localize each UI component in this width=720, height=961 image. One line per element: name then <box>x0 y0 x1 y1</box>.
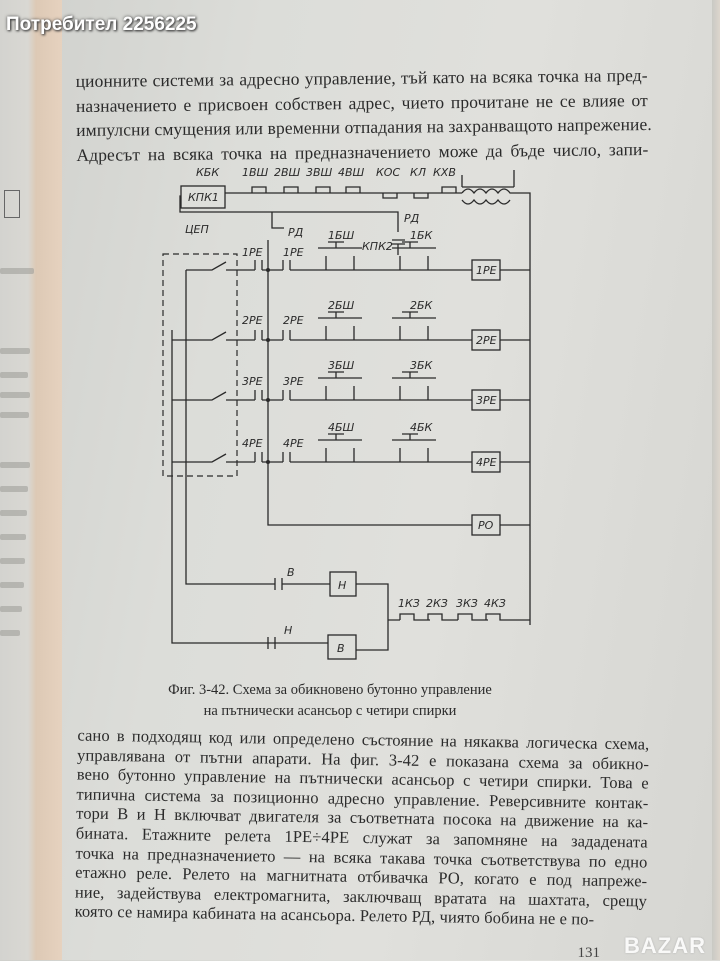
facing-page-text <box>0 462 30 468</box>
label-relay-box: 1РЕ <box>476 264 497 277</box>
book-spine <box>0 0 62 960</box>
push-button-call <box>318 311 362 340</box>
label-kbk: КБК <box>196 166 220 179</box>
label-kl: КЛ <box>410 166 426 179</box>
po-relay-box <box>471 514 501 536</box>
series-contact <box>315 186 331 193</box>
label-button-call: 3БШ <box>328 359 355 372</box>
caption-line: на пътнически асансьор с четири спирки <box>203 703 457 719</box>
label-4vsh: 4ВШ <box>338 166 365 179</box>
contactor-n-box <box>329 571 357 597</box>
label-n-contact: Н <box>284 624 292 637</box>
label-relay-contact-2: 1РЕ <box>283 246 304 259</box>
facing-page-text <box>0 268 34 274</box>
label-rd-1: РД <box>288 226 304 239</box>
facing-page-text <box>0 510 27 516</box>
floor-relay-box <box>471 259 501 281</box>
floor-selector-box <box>162 253 238 477</box>
facing-page-text <box>0 534 26 540</box>
figure-caption: Фиг. 3-42. Схема за обикновено бутонно у… <box>160 680 500 722</box>
label-button-call: 2БШ <box>328 299 355 312</box>
floor-relay-box <box>471 329 501 351</box>
label-relay-contact-1: 4РЕ <box>242 437 263 450</box>
label-relay-box: 2РЕ <box>476 334 497 347</box>
series-contact <box>441 186 457 193</box>
page-number: 131 <box>577 945 601 961</box>
watermark-user: Потребител 2256225 <box>6 14 197 35</box>
facing-page-box <box>4 190 20 218</box>
push-button-call <box>318 371 362 400</box>
facing-page-text <box>0 606 22 612</box>
label-3vsh: 3ВШ <box>306 166 333 179</box>
watermark-bazar-logo: BAZAR <box>624 933 706 958</box>
label-relay-box: 4РЕ <box>476 456 497 469</box>
label-cep: ЦЕП <box>185 223 209 236</box>
motor-brake-coil <box>461 188 531 625</box>
kpk1-box <box>180 185 226 209</box>
push-button-cabin <box>392 433 436 462</box>
caption-line: Фиг. 3-42. Схема за обикновено бутонно у… <box>168 682 492 698</box>
floor-door-contact <box>427 613 458 621</box>
label-kpk2: КПК2 <box>362 240 393 253</box>
label-kz: 2КЗ <box>426 597 448 610</box>
label-button-cabin: 4БК <box>410 421 434 434</box>
label-n-box: Н <box>338 579 346 592</box>
floor-row-1: 1РЕ 1РЕ 1РЕ 1БШ 1БК <box>186 229 530 281</box>
label-kz: 4КЗ <box>484 597 506 610</box>
label-relay-contact-2: 4РЕ <box>283 437 304 450</box>
facing-page-text <box>0 558 25 564</box>
floor-door-contact <box>399 613 430 621</box>
floor-door-contact <box>457 613 488 621</box>
page-edge <box>712 0 720 960</box>
push-button-cabin <box>392 241 436 270</box>
floor-row-3: 3РЕ 3РЕ 3РЕ 3БШ 3БК <box>172 359 530 411</box>
label-1vsh: 1ВШ <box>242 166 269 179</box>
floor-row-2: 2РЕ 2РЕ 2РЕ 2БШ 2БК <box>172 299 530 351</box>
label-2vsh: 2ВШ <box>274 166 301 179</box>
label-button-call: 4БШ <box>328 421 355 434</box>
floor-relay-box <box>471 389 501 411</box>
facing-page-text <box>0 630 20 636</box>
contactor-v-box <box>327 634 357 660</box>
label-kpk1: КПК1 <box>188 191 219 204</box>
label-kxv: КХВ <box>433 166 456 179</box>
label-rd-2: РД <box>404 212 420 225</box>
push-button-cabin <box>392 371 436 400</box>
series-contact <box>413 193 429 199</box>
label-button-cabin: 3БК <box>410 359 434 372</box>
label-relay-contact-1: 1РЕ <box>242 246 263 259</box>
safety-chain: КБК 1ВШ 2ВШ 3ВШ 4ВШ КОС КЛ КХВ КПК1 <box>179 166 531 625</box>
facing-page-text <box>0 372 28 378</box>
label-v-box: В <box>337 642 345 655</box>
floor-door-contact <box>485 613 508 621</box>
floor-relay-box <box>471 451 501 473</box>
push-button-cabin <box>392 311 436 340</box>
push-button-call <box>318 433 362 462</box>
facing-page-text <box>0 412 29 418</box>
facing-page-text <box>0 582 24 588</box>
floor-row-4: 4РЕ 4РЕ 4РЕ 4БШ 4БК <box>172 421 530 473</box>
bottom-paragraph: сано в подходящ код или определено състо… <box>74 726 650 931</box>
label-relay-contact-2: 3РЕ <box>283 375 304 388</box>
series-contact <box>345 186 361 193</box>
series-contact <box>382 193 398 199</box>
label-button-cabin: 2БК <box>410 299 434 312</box>
label-kz: 3КЗ <box>456 597 478 610</box>
label-relay-contact-2: 2РЕ <box>283 314 304 327</box>
label-kz: 1КЗ <box>398 597 420 610</box>
label-relay-contact-1: 2РЕ <box>242 314 263 327</box>
label-kos: КОС <box>376 166 400 179</box>
label-button-cabin: 1БК <box>410 229 434 242</box>
series-contact <box>251 186 267 193</box>
label-relay-box: 3РЕ <box>476 394 497 407</box>
facing-page-text <box>0 348 30 354</box>
label-po: РО <box>478 519 494 532</box>
push-button-call <box>318 241 362 270</box>
series-contact <box>283 186 299 193</box>
facing-page-text <box>0 392 30 398</box>
facing-page-text <box>0 486 28 492</box>
label-relay-contact-1: 3РЕ <box>242 375 263 388</box>
label-b-contact: В <box>287 566 295 579</box>
label-button-call: 1БШ <box>328 229 355 242</box>
